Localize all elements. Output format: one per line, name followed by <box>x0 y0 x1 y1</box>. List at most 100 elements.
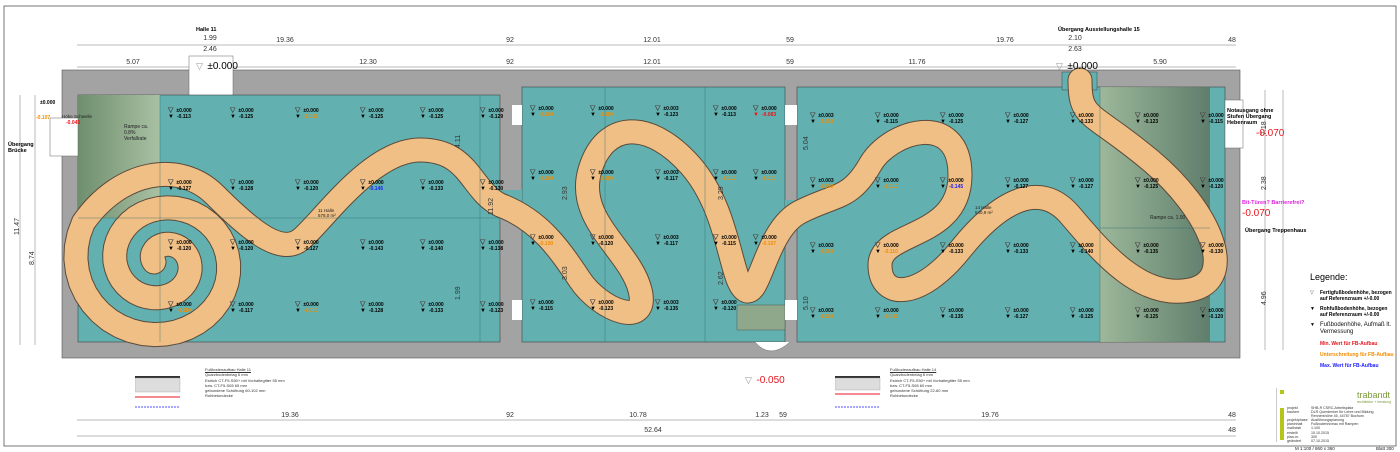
level-marker: ▽±0.000▼-0.130 <box>480 179 504 192</box>
rfb-value: -0.127 <box>176 186 192 192</box>
legend: Legende: ▽Fertigfußbodenhöhe, bezogen au… <box>1310 272 1395 369</box>
ffb-row: ▽±0.000 <box>940 242 964 249</box>
rfb-value: -0.133 <box>1013 249 1029 255</box>
rfb-value: -0.120 <box>303 186 319 192</box>
ffb-value: ±0.000 <box>761 235 777 241</box>
ffb-row: ▽±0.000 <box>753 105 777 112</box>
open-triangle-icon: ▽ <box>590 299 596 306</box>
path-track-fill <box>64 68 1227 347</box>
detail-line: bzw. CT-F5-S65 60 mm <box>890 382 933 388</box>
filled-triangle-icon: ▼ <box>1200 119 1206 125</box>
level-marker: ▽±0.000▼-0.125 <box>1135 177 1159 190</box>
rfb-row: ▼-0.117 <box>655 176 679 182</box>
title-block-value: Rennershöhe 45, 44787 Bochum <box>1311 414 1364 419</box>
ffb-row: ▽±0.000 <box>1200 112 1224 119</box>
ffb-row: ▽±0.000 <box>713 169 737 176</box>
open-triangle-icon: ▽ <box>753 169 759 176</box>
rfb-value: -0.135 <box>663 306 679 312</box>
detail-line: Rohbetondecke <box>205 393 234 399</box>
level-value: ±0.000 <box>207 61 238 72</box>
ffb-value: ±0.000 <box>428 240 444 246</box>
filled-triangle-icon: ▼ <box>1005 119 1011 125</box>
ffb-value: ±0.000 <box>598 170 614 176</box>
dimension-label: 52.64 <box>644 427 662 434</box>
rfb-row: ▼-0.110 <box>713 176 737 182</box>
rfb-row: ▼-0.123 <box>1135 119 1159 125</box>
level-marker: ▽±0.000▼-0.120 <box>1200 177 1224 190</box>
rfb-value: -0.100 <box>538 112 554 118</box>
ffb-value: ±0.003 <box>663 106 679 112</box>
rfb-row: ▼-0.135 <box>1135 249 1159 255</box>
filled-triangle-icon: ▼ <box>875 184 881 190</box>
level-value: ±0.000 <box>1067 61 1098 72</box>
filled-triangle-icon: ▼ <box>1200 249 1206 255</box>
ffb-value: ±0.000 <box>303 180 319 186</box>
open-triangle-icon: ▽ <box>590 234 596 241</box>
filled-triangle-icon: ▼ <box>1135 119 1141 125</box>
level-marker: ▽±0.000▼-0.127 <box>1005 177 1029 190</box>
level-marker: ▽±0.000▼-0.127 <box>1070 177 1094 190</box>
open-triangle-icon: ▽ <box>230 239 236 246</box>
ffb-row: ▽±0.003 <box>655 299 679 306</box>
rfb-row: ▼-0.120 <box>295 186 319 192</box>
ffb-row: ▽±0.000 <box>420 107 444 114</box>
open-triangle-icon: ▽ <box>1200 177 1206 184</box>
ffb-row: ▽±0.000 <box>1200 177 1224 184</box>
ffb-row: ▽±0.000 <box>713 299 737 306</box>
ffb-row: ▽±0.000 <box>295 107 319 114</box>
rfb-value: -0.110 <box>883 184 898 190</box>
dimension-label: 1.99 <box>203 35 217 42</box>
open-triangle-icon: ▽ <box>1200 112 1206 119</box>
dimension-label: 2.93 <box>562 186 569 200</box>
filled-triangle-icon: ▼ <box>655 306 661 312</box>
rfb-value: -0.115 <box>538 306 553 312</box>
rfb-row: ▼-0.113 <box>713 112 737 118</box>
dimension-label: 5.07 <box>126 59 140 66</box>
ffb-value: ±0.000 <box>948 308 964 314</box>
level-marker: ▽±0.000▼-0.100 <box>530 105 554 118</box>
rfb-value: -0.140 <box>1078 249 1094 255</box>
rfb-value: -0.128 <box>368 308 384 314</box>
rfb-value: -0.127 <box>1013 119 1029 125</box>
ffb-row: ▽±0.000 <box>590 299 614 306</box>
dimension-label: 12.01 <box>643 59 661 66</box>
detail-line: gebundene Schüttung 22-60 mm <box>890 388 949 394</box>
ffb-value: ±0.000 <box>368 180 384 186</box>
path-track <box>63 67 1228 348</box>
filled-triangle-icon: ▼ <box>360 114 366 120</box>
title-block-value: Ausführungsplanung <box>1311 418 1344 423</box>
level-marker: ▽±0.000▼-0.113 <box>713 105 737 118</box>
ffb-value: ±0.000 <box>721 235 737 241</box>
ffb-row: ▽±0.000 <box>530 169 554 176</box>
ffb-value: ±0.000 <box>948 178 964 184</box>
filled-triangle-icon: ▼ <box>590 306 596 312</box>
dimension-label: 5.10 <box>803 296 810 310</box>
open-triangle-icon: ▽ <box>1005 242 1011 249</box>
rfb-row: ▼-0.100 <box>875 314 899 320</box>
open-triangle-icon: ▽ <box>1135 112 1141 119</box>
ffb-row: ▽±0.000 <box>168 107 192 114</box>
rfb-value: -0.130 <box>488 186 504 192</box>
ffb-row: ▽±0.000 <box>1070 112 1094 119</box>
ffb-value: ±0.000 <box>176 240 192 246</box>
rfb-row: ▼-0.115 <box>713 241 737 247</box>
open-triangle-icon: ▽ <box>480 107 486 114</box>
ffb-row: ▽±0.000 <box>420 239 444 246</box>
level-marker: ▽±0.000▼-0.115 <box>713 234 737 247</box>
open-triangle-icon: ▽ <box>940 177 946 184</box>
rfb-value: -0.145 <box>368 186 384 192</box>
rfb-row: ▼-0.129 <box>480 114 504 120</box>
rfb-value: -0.115 <box>883 119 898 125</box>
ffb-value: ±0.000 <box>303 240 319 246</box>
dimension-label: 3.29 <box>718 186 725 200</box>
ffb-value: ±0.000 <box>238 180 254 186</box>
rfb-value: -0.120 <box>176 246 192 252</box>
legend-item-rfb: ▼Rohfußbodenhöhe, bezogen auf Referenzra… <box>1310 306 1395 318</box>
ffb-row: ▽±0.000 <box>480 301 504 308</box>
open-triangle-icon: ▽ <box>1135 307 1141 314</box>
rfb-row: ▼-0.143 <box>360 246 384 252</box>
filled-triangle-icon: ▼ <box>810 314 816 320</box>
open-triangle-icon: ▽ <box>1005 177 1011 184</box>
